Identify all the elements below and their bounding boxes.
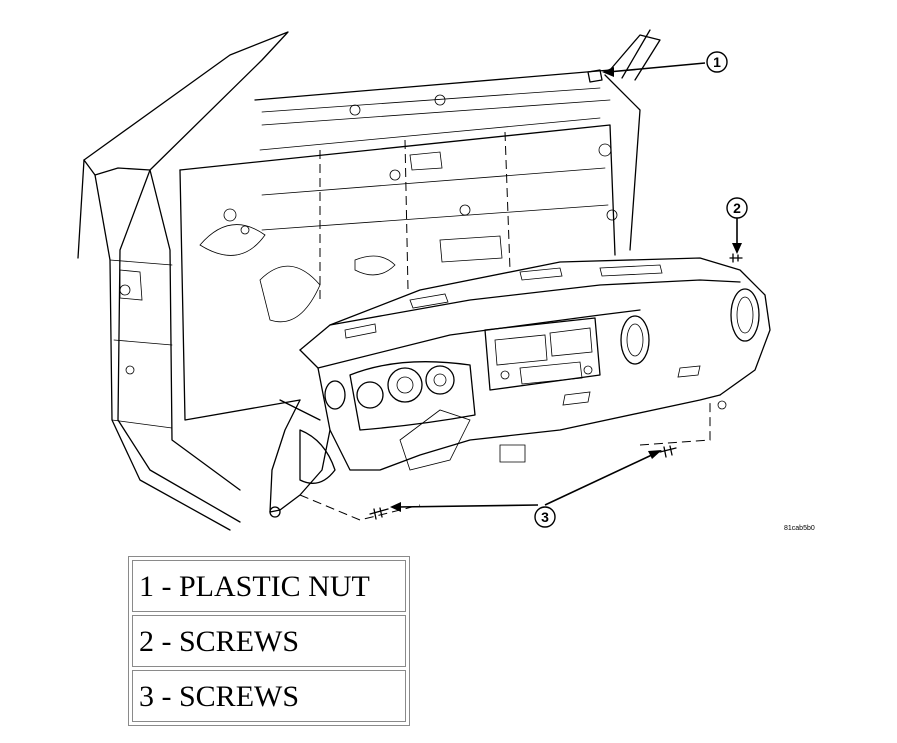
callout-3: 3 xyxy=(390,450,662,528)
svg-text:2: 2 xyxy=(733,200,741,216)
instrument-panel xyxy=(269,257,771,521)
legend-item-1: 1 - PLASTIC NUT xyxy=(132,560,406,612)
plastic-nut xyxy=(587,69,603,83)
legend-table: 1 - PLASTIC NUT 2 - SCREWS 3 - SCREWS xyxy=(128,556,410,726)
legend-row: 1 - PLASTIC NUT xyxy=(132,560,406,612)
screw-2 xyxy=(729,253,743,263)
svg-text:3: 3 xyxy=(541,509,549,525)
screw-3-right xyxy=(659,445,677,458)
svg-text:1: 1 xyxy=(713,54,721,70)
legend-row: 3 - SCREWS xyxy=(132,670,406,722)
figure-id: 81cab5b0 xyxy=(784,525,815,532)
windshield-frame xyxy=(254,29,661,251)
callout-2: 2 xyxy=(726,197,748,254)
a-pillar-frame xyxy=(77,31,289,531)
dash-panel-firewall xyxy=(179,94,618,421)
instrument-panel-diagram: 1 2 3 81cab5b0 xyxy=(77,29,815,532)
legend-item-2: 2 - SCREWS xyxy=(132,615,406,667)
callout-1: 1 xyxy=(602,51,728,77)
legend-item-3: 3 - SCREWS xyxy=(132,670,406,722)
legend-row: 2 - SCREWS xyxy=(132,615,406,667)
screw-3-left xyxy=(369,507,389,520)
